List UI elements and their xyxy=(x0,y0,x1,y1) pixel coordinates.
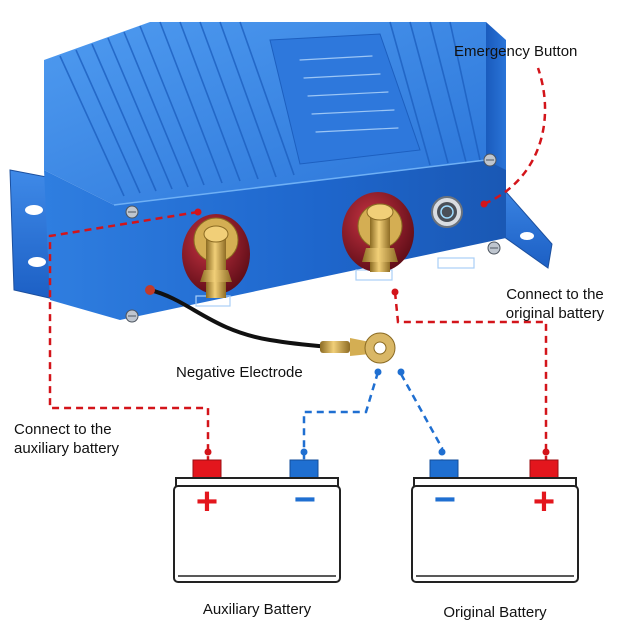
auxiliary-minus-sign: − xyxy=(294,479,316,521)
auxiliary-battery-case xyxy=(173,485,341,583)
negative-wire-dot xyxy=(300,448,308,456)
positive-wire-dot xyxy=(542,448,550,456)
emergency-push-button xyxy=(431,196,463,228)
positive-wire-dot xyxy=(194,208,202,216)
isolator-device xyxy=(9,21,553,364)
screws xyxy=(125,153,501,323)
connect-original-label: Connect to the original battery xyxy=(490,285,620,323)
auxiliary-negative-wire xyxy=(302,371,380,462)
positive-wires xyxy=(48,67,548,462)
front-face-edge xyxy=(113,159,487,206)
connect-auxiliary-label: Connect to the auxiliary battery xyxy=(14,420,119,458)
original-positive-wire xyxy=(393,291,548,462)
auxiliary-positive-wire xyxy=(48,210,210,462)
original-battery-case xyxy=(411,485,579,583)
negative-wires xyxy=(302,371,444,462)
emergency-button-label: Emergency Button xyxy=(454,43,578,60)
positive-wire-dot xyxy=(204,448,212,456)
left-flange-slot xyxy=(28,257,46,267)
right-flange-slot xyxy=(520,232,534,240)
negative-wire-dot xyxy=(438,448,446,456)
negative-wire-dot xyxy=(397,368,405,376)
connect-auxiliary-line2: auxiliary battery xyxy=(14,440,120,457)
negative-lead-wire xyxy=(148,288,342,350)
auxiliary-plus-sign: + xyxy=(196,481,218,523)
ring-terminal-lug xyxy=(320,332,396,364)
positive-wire-dot xyxy=(480,200,488,208)
top-label-print xyxy=(299,55,399,133)
positive-wire-dot xyxy=(391,288,399,296)
top-label-panel xyxy=(269,33,421,165)
heatsink-fins xyxy=(59,21,481,197)
original-negative-wire xyxy=(399,373,444,462)
main-terminal-post xyxy=(342,192,414,272)
original-minus-sign: − xyxy=(434,479,456,521)
auxiliary-terminal-post xyxy=(182,214,250,298)
connect-original-line1: Connect to the xyxy=(506,286,604,303)
left-flange-slot xyxy=(25,205,43,215)
original-battery-label: Original Battery xyxy=(443,604,547,621)
auxiliary-battery-label: Auxiliary Battery xyxy=(202,601,312,618)
negative-lead-grommet xyxy=(145,285,155,295)
original-plus-sign: + xyxy=(533,481,555,523)
connect-auxiliary-line1: Connect to the xyxy=(14,421,112,438)
negative-wire-dot xyxy=(374,368,382,376)
auxiliary-battery-icon xyxy=(173,459,341,583)
negative-electrode-label: Negative Electrode xyxy=(176,364,303,381)
connect-original-line2: original battery xyxy=(505,305,605,322)
original-battery-icon xyxy=(411,459,579,583)
